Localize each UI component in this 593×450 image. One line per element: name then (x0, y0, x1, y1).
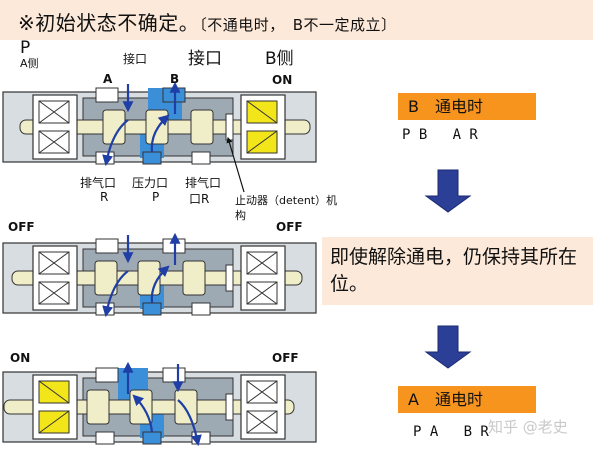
valve-middle-coil-right-x-bottom (246, 281, 278, 305)
valve-top-port-p (142, 151, 162, 165)
valve-bottom-coil-right-x-bottom (246, 410, 278, 434)
valve-middle-port-a (95, 238, 119, 254)
valve-middle-spool-land-0 (94, 260, 118, 296)
valve-top-coil-right-line-bottom (246, 130, 278, 154)
valve-bottom-port-p (142, 431, 162, 445)
valve-middle-port-r1 (95, 302, 115, 316)
status-a-title: A 通电时 (398, 386, 536, 413)
valve-middle-coil-left-x-top (38, 251, 70, 275)
valve-bottom-coil-right-x-top (246, 380, 278, 404)
header-main: ※初始状态不确定。 (18, 11, 200, 35)
label-off-right-bottom: OFF (272, 351, 299, 365)
note-box (322, 237, 593, 305)
valve-middle-arrow-a-to-r (102, 270, 129, 318)
valve-middle-spool-land-1 (137, 260, 161, 296)
label-exhaust-left-r: R (100, 190, 109, 204)
valve-bottom-port-b (162, 367, 186, 383)
valve-middle-port-r2 (191, 302, 211, 316)
header-sub: 〔不通电时， B不一定成立〕 (199, 16, 397, 34)
valve-top-spool-land-2 (190, 109, 214, 145)
detent-pointer (226, 136, 245, 193)
valve-top-coil-left-x-bottom (38, 130, 70, 154)
valve-middle-port-p (142, 302, 162, 316)
valve-middle-spool-land-2 (182, 260, 206, 296)
note-text: 即使解除通电，仍保持其所在位。 (330, 246, 578, 295)
valve-bottom-spool-land-0 (86, 389, 110, 425)
label-pressure: 压力口 (132, 176, 169, 190)
label-on-left-bottom: ON (10, 351, 31, 365)
valve-bottom-coil-left-line-top (38, 380, 70, 404)
label-on-top: ON (272, 73, 293, 87)
label-port-small: 接口 (123, 52, 148, 66)
label-a-side: A侧 (20, 57, 39, 70)
label-detent-2: 构 (235, 209, 246, 222)
label-pressure-p: P (152, 190, 160, 204)
valve-bottom-port-r1 (95, 431, 115, 445)
valve-top-arrow-p-to-b (150, 114, 170, 153)
valve-bottom-spool-land-2 (174, 389, 198, 425)
valve-bottom-port-a (95, 367, 119, 383)
header-banner (0, 0, 593, 40)
valve-bottom-arrow-b-to-r (177, 399, 202, 447)
label-exhaust-right-r: 口R (189, 192, 210, 206)
valve-bottom-detent (225, 393, 234, 421)
label-b-side: B侧 (265, 49, 294, 69)
valve-top-coil-right-line-top (246, 100, 278, 124)
label-b-port: B (170, 72, 180, 86)
valve-top-port-r2 (191, 151, 211, 165)
header-title: ※初始状态不确定。〔不通电时， B不一定成立〕 (18, 7, 397, 36)
status-b-ports: P B A R (402, 127, 478, 143)
watermark: 知乎 @老史 (488, 418, 568, 436)
transition-arrow-2 (424, 325, 472, 369)
label-off-right-mid: OFF (276, 220, 303, 234)
valve-middle-coil-right-x-top (246, 251, 278, 275)
valve-middle-arrow-p-to-b (150, 265, 170, 304)
label-a-port: A (103, 72, 113, 86)
valve-top-spool-land-0 (102, 109, 126, 145)
valve-top-port-r1 (95, 151, 115, 165)
valve-top-detent (225, 113, 234, 141)
label-exhaust-right: 排气口 (185, 176, 222, 190)
status-b-title: B 通电时 (398, 93, 536, 120)
label-exhaust-left: 排气口 (80, 176, 117, 190)
label-detent-1: 止动器（detent）机 (235, 194, 338, 207)
valve-middle-coil-left-x-bottom (38, 281, 70, 305)
valve-top-arrow-a-to-r (102, 119, 129, 167)
valve-bottom-arrow-p-to-a (132, 394, 154, 433)
transition-arrow-1 (424, 169, 472, 213)
valve-middle-detent (225, 264, 234, 292)
label-off-left-mid: OFF (8, 220, 35, 234)
valve-top-coil-left-x-top (38, 100, 70, 124)
valve-top-port-a (95, 87, 119, 103)
label-p: P (20, 38, 31, 58)
valve-bottom-coil-left-line-bottom (38, 410, 70, 434)
label-port-big: 接口 (188, 49, 222, 69)
status-a-ports: P A B R (413, 424, 489, 440)
